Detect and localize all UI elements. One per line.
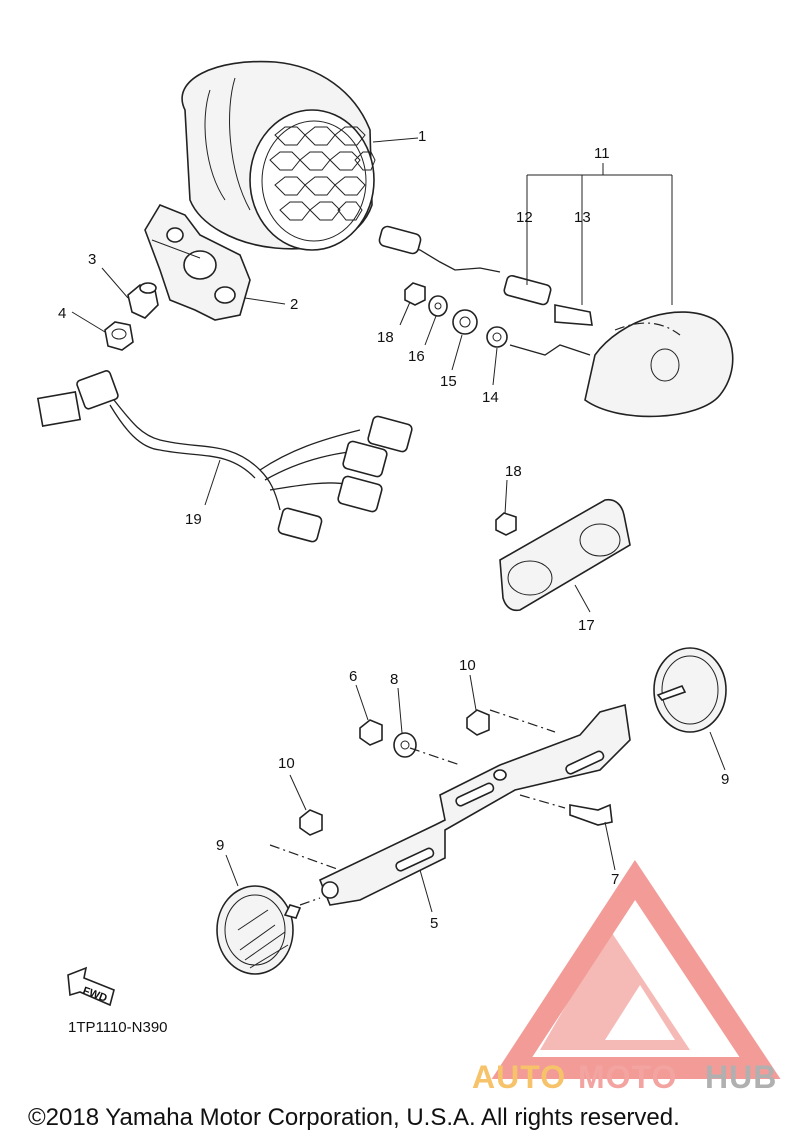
- label-9-right: 9: [721, 771, 729, 788]
- guide-lines: [269, 709, 566, 906]
- reflector-left: [216, 885, 302, 975]
- label-18-lower: 18: [505, 463, 522, 480]
- headlight-assembly: [181, 60, 376, 251]
- reflector-right: [653, 647, 727, 733]
- label-6: 6: [349, 668, 357, 685]
- label-19: 19: [185, 511, 202, 528]
- watermark-auto: AUTO: [472, 1059, 566, 1095]
- label-3: 3: [88, 251, 96, 268]
- label-4: 4: [58, 305, 66, 322]
- headlight-bracket: [144, 204, 251, 321]
- turn-signal-assembly: [378, 225, 734, 418]
- label-10-lower: 10: [278, 755, 295, 772]
- label-17: 17: [578, 617, 595, 634]
- reflector-plate: [495, 498, 631, 612]
- watermark-logo: [491, 860, 781, 1079]
- leader-lines: [71, 137, 726, 913]
- label-2: 2: [290, 296, 298, 313]
- label-16: 16: [408, 348, 425, 365]
- diagram-code: 1TP1110-N390: [68, 1019, 168, 1036]
- license-bracket: [318, 703, 631, 906]
- wire-harness: [36, 370, 413, 543]
- label-12: 12: [516, 209, 533, 226]
- watermark-moto: MOTO: [578, 1059, 677, 1095]
- label-9-left: 9: [216, 837, 224, 854]
- fwd-arrow-icon: FWD: [67, 966, 115, 1007]
- label-10-upper: 10: [459, 657, 476, 674]
- label-13: 13: [574, 209, 591, 226]
- label-8: 8: [390, 671, 398, 688]
- label-11: 11: [594, 145, 610, 162]
- label-5: 5: [430, 915, 438, 932]
- label-7: 7: [611, 871, 619, 888]
- watermark-hub: HUB: [705, 1059, 777, 1095]
- label-15: 15: [440, 373, 457, 390]
- part-labels: 1 2 3 4 5 6 7 8 9 9 10 10 11 12 13 14 15…: [58, 128, 729, 932]
- watermark-text: AUTO MOTO HUB: [472, 1059, 777, 1095]
- label-1: 1: [418, 128, 426, 145]
- label-14: 14: [482, 389, 499, 406]
- collar-part: [127, 282, 159, 319]
- nut-part: [104, 321, 134, 351]
- copyright-notice: ©2018 Yamaha Motor Corporation, U.S.A. A…: [28, 1104, 680, 1131]
- small-parts-upper: [404, 282, 508, 348]
- label-18-upper: 18: [377, 329, 394, 346]
- small-parts-lower: [299, 709, 613, 836]
